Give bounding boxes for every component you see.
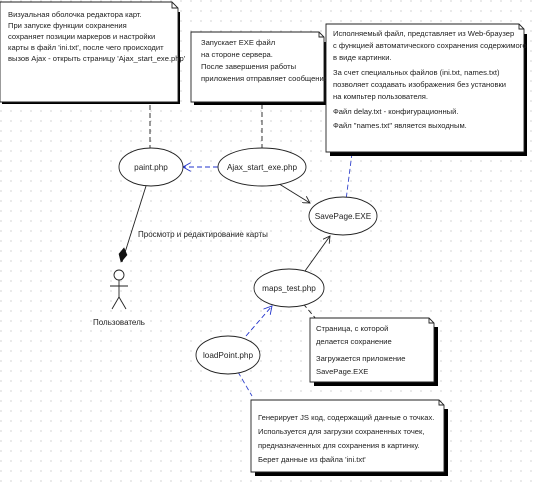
note-exe: Исполняемый файл, представляет из Web-бр… (325, 23, 529, 156)
usecase-load-point-label: loadPoint.php (203, 351, 254, 360)
actor-user[interactable]: Пользователь (93, 269, 145, 327)
note-anchor-loadpoint (237, 371, 253, 397)
usecase-ajax-start[interactable]: Ajax_start_exe.php (217, 147, 307, 187)
usecase-savepage[interactable]: SavePage.EXE (308, 196, 378, 236)
aggregation-diamond-icon (118, 247, 128, 263)
note-server-text: Запускает EXE файл на стороне сервера. П… (201, 38, 328, 83)
note-editor: Визуальная оболочка редактора карт. При … (0, 1, 186, 104)
note-page-text: Страница, с которой делается сохранение … (316, 324, 408, 376)
note-loadpoint: Генерирует JS код, содержащий данные о т… (250, 399, 448, 476)
usecase-load-point[interactable]: loadPoint.php (195, 335, 261, 375)
usecase-maps-test-label: maps_test.php (262, 284, 316, 293)
edge-actor-to-paint (121, 185, 147, 263)
edge-ajax-to-savepage (275, 181, 310, 203)
note-server: Запускает EXE файл на стороне сервера. П… (190, 31, 328, 105)
note-loadpoint-text: Генерирует JS код, содержащий данные о т… (258, 413, 436, 464)
usecase-maps-test[interactable]: maps_test.php (253, 268, 325, 308)
edge-maps-to-savepage (304, 236, 330, 272)
note-page: Страница, с которой делается сохранение … (309, 317, 438, 386)
stick-figure-icon (110, 269, 128, 310)
edge-label: Просмотр и редактирование карты (138, 230, 268, 239)
usecase-savepage-label: SavePage.EXE (315, 212, 372, 221)
edge-loadpoint-to-maps (245, 306, 272, 337)
usecase-ajax-start-label: Ajax_start_exe.php (227, 163, 298, 172)
usecase-paint[interactable]: paint.php (118, 147, 184, 187)
note-exe-text: Исполняемый файл, представляет из Web-бр… (333, 29, 529, 130)
usecase-paint-label: paint.php (134, 163, 168, 172)
actor-label: Пользователь (93, 318, 145, 327)
note-editor-text: Визуальная оболочка редактора карт. При … (8, 10, 186, 63)
